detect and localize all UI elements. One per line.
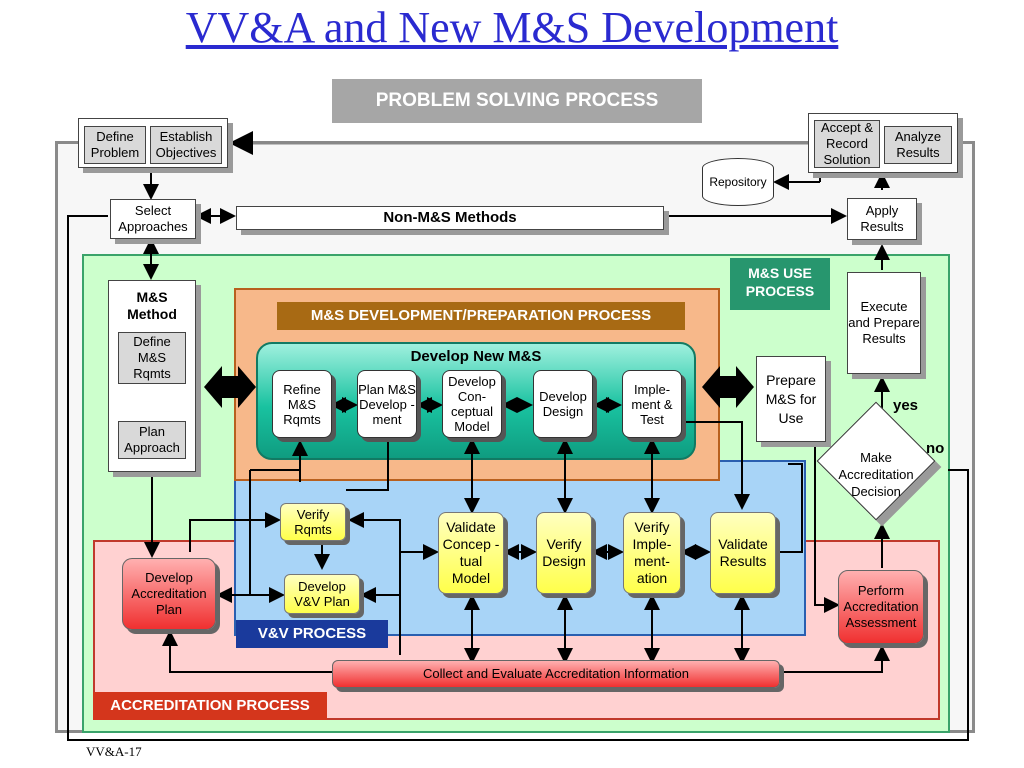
- verify-design-box[interactable]: Verify Design: [536, 512, 592, 594]
- develop-accreditation-plan-box[interactable]: Develop Accreditation Plan: [122, 558, 216, 630]
- no-label: no: [926, 440, 945, 457]
- plan-ms-development-box[interactable]: Plan M&S Develop -ment: [357, 370, 417, 438]
- develop-vv-plan-box[interactable]: Develop V&V Plan: [284, 574, 360, 614]
- develop-new-ms-label: Develop New M&S: [410, 348, 542, 365]
- ms-use-process-label: M&S USE PROCESS: [730, 258, 830, 310]
- execute-prepare-box[interactable]: Execute and Prepare Results: [847, 272, 921, 374]
- validate-results-box[interactable]: Validate Results: [710, 512, 776, 594]
- make-decision-label: Make Accreditation Decision: [838, 450, 914, 499]
- perform-accreditation-box[interactable]: Perform Accreditation Assessment: [838, 570, 924, 644]
- select-approaches-box[interactable]: Select Approaches: [110, 199, 196, 239]
- ms-dev-process-label: M&S DEVELOPMENT/PREPARATION PROCESS: [277, 302, 685, 330]
- non-ms-methods-box[interactable]: Non-M&S Methods: [236, 206, 664, 230]
- refine-ms-rqmts-box[interactable]: Refine M&S Rqmts: [272, 370, 332, 438]
- collect-evaluate-box[interactable]: Collect and Evaluate Accreditation Infor…: [332, 660, 780, 688]
- develop-design-box[interactable]: Develop Design: [533, 370, 593, 438]
- repository-cylinder[interactable]: Repository: [702, 158, 774, 206]
- slide-footer: VV&A-17: [86, 744, 142, 759]
- problem-solving-banner: PROBLEM SOLVING PROCESS: [332, 79, 702, 123]
- prepare-ms-box[interactable]: Prepare M&S for Use: [756, 356, 826, 442]
- define-ms-rqmts-box[interactable]: Define M&S Rqmts: [118, 332, 186, 384]
- apply-results-box[interactable]: Apply Results: [847, 198, 917, 240]
- accept-record-box[interactable]: Accept & Record Solution: [814, 120, 880, 168]
- vv-process-label: V&V PROCESS: [236, 620, 388, 648]
- yes-label: yes: [893, 397, 919, 414]
- establish-objectives-box[interactable]: Establish Objectives: [150, 126, 222, 164]
- verify-rqmts-box[interactable]: Verify Rqmts: [280, 503, 346, 541]
- verify-implementation-box[interactable]: Verify Imple- ment- ation: [623, 512, 681, 594]
- define-problem-box[interactable]: Define Problem: [84, 126, 146, 164]
- page-title: VV&A and New M&S Development: [185, 3, 839, 52]
- ms-method-title: M&S Method: [127, 289, 177, 322]
- analyze-results-box[interactable]: Analyze Results: [884, 126, 952, 164]
- validate-conceptual-model-box[interactable]: Validate Concep -tual Model: [438, 512, 504, 594]
- accreditation-process-label: ACCREDITATION PROCESS: [93, 692, 327, 720]
- plan-approach-box[interactable]: Plan Approach: [118, 421, 186, 459]
- develop-conceptual-model-box[interactable]: Develop Con- ceptual Model: [442, 370, 502, 438]
- implement-test-box[interactable]: Imple- ment & Test: [622, 370, 682, 438]
